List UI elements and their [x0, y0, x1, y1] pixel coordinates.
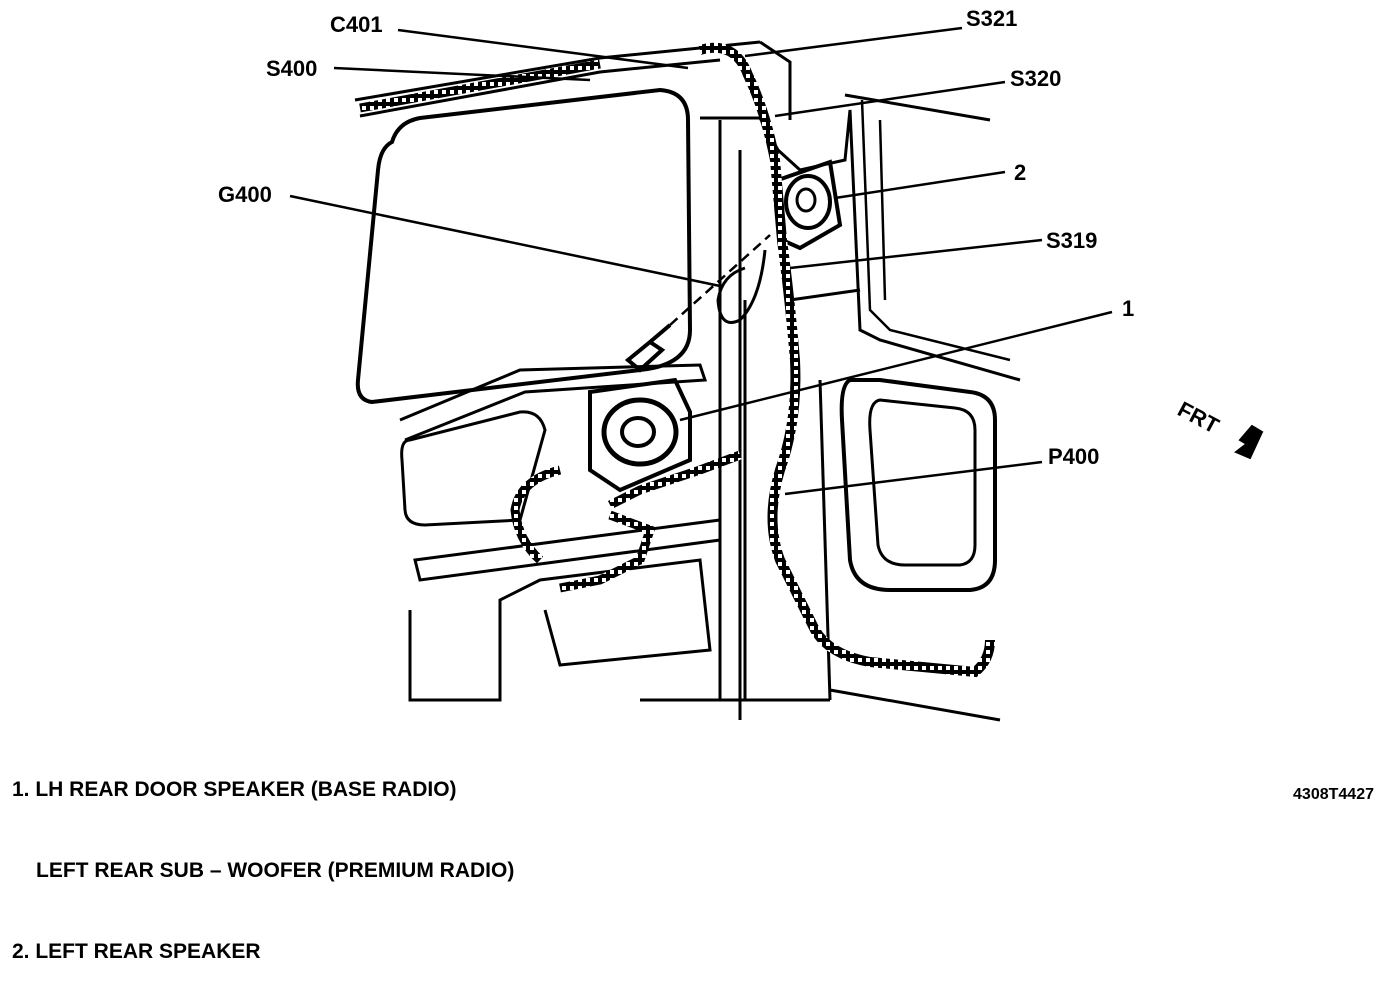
callout-s400: S400	[266, 56, 317, 81]
header-trim	[759, 40, 991, 122]
ground-bolt	[624, 323, 672, 373]
quarter-window-inner	[868, 398, 977, 567]
door-panel-upper	[400, 410, 547, 527]
door-panel-lower	[408, 558, 712, 702]
front-direction-arrow-icon	[1234, 424, 1264, 460]
roof-rail-trim	[359, 59, 601, 113]
pillar-inner	[860, 99, 1011, 362]
callout-p400: P400	[1048, 444, 1099, 469]
leader-item1	[679, 310, 1113, 422]
callout-s321: S321	[966, 6, 1017, 31]
ground-dashed-line	[669, 234, 771, 326]
door-upper-ledge	[399, 363, 708, 442]
leader-p400	[784, 460, 1043, 496]
door-speaker	[601, 397, 679, 467]
legend-line-2: LEFT REAR SUB – WOOFER (PREMIUM RADIO)	[36, 859, 515, 882]
door-harness-loop	[510, 465, 562, 564]
callout-item1: 1	[1122, 296, 1134, 321]
leader-g400	[289, 194, 721, 288]
leader-item2	[834, 170, 1006, 200]
legend: 1. LH REAR DOOR SPEAKER (BASE RADIO) LEF…	[12, 722, 514, 992]
main-harness	[698, 42, 995, 678]
pillar-speaker	[784, 174, 832, 230]
door-beam	[413, 518, 722, 582]
leader-c401	[397, 28, 689, 70]
legend-line-1: 1. LH REAR DOOR SPEAKER (BASE RADIO)	[12, 778, 457, 801]
leader-s321	[744, 26, 963, 58]
leader-s320	[774, 80, 1006, 118]
callout-s319: S319	[1046, 228, 1097, 253]
callout-item2: 2	[1014, 160, 1026, 185]
rear-window-outline	[355, 87, 693, 405]
ground-wire	[716, 249, 861, 324]
door-harness-arc	[559, 510, 656, 593]
leader-lines	[289, 26, 1113, 496]
callout-s320: S320	[1010, 66, 1061, 91]
door-harness	[607, 450, 742, 510]
callout-g400: G400	[218, 182, 272, 207]
wiring-diagram: C401 S400 G400 S321 S320 2 S319 1 P400 F…	[218, 6, 1264, 722]
pillar-speaker-cone	[795, 187, 817, 213]
front-direction-label: FRT	[1174, 396, 1224, 438]
callout-c401: C401	[330, 12, 383, 37]
quarter-window-outline	[839, 378, 997, 592]
door-speaker-mount	[588, 377, 692, 493]
leader-s319	[789, 238, 1043, 270]
leader-s400	[333, 66, 591, 82]
legend-line-3: 2. LEFT REAR SPEAKER	[12, 940, 261, 963]
figure-code: 4308T4427	[1293, 786, 1374, 803]
door-speaker-cone	[620, 416, 656, 448]
pillar-outline	[700, 109, 1021, 720]
